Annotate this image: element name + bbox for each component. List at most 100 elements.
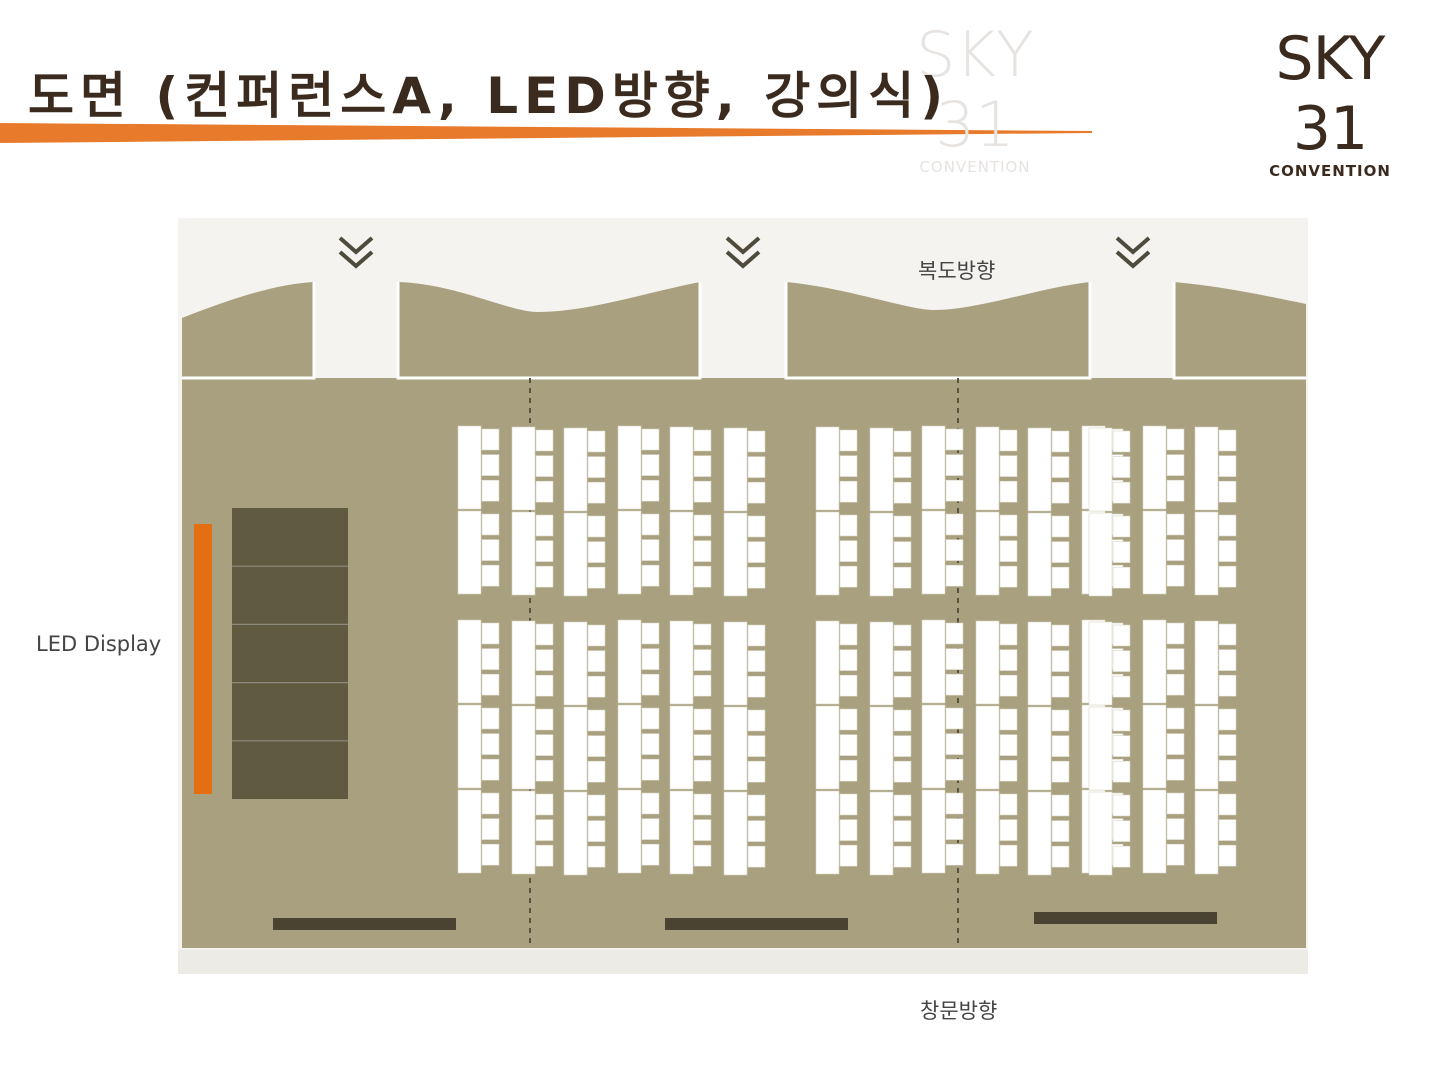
- chair: [839, 844, 858, 867]
- chair: [481, 758, 500, 781]
- chair: [481, 564, 500, 587]
- chair: [945, 622, 964, 645]
- chair: [945, 513, 964, 536]
- desk: [563, 706, 588, 791]
- desk: [723, 512, 748, 597]
- desk: [1088, 512, 1113, 597]
- desk: [723, 621, 748, 706]
- desk: [975, 620, 1000, 705]
- chair: [1166, 479, 1185, 502]
- chair: [481, 513, 500, 536]
- chevron-down-icon: [725, 236, 761, 255]
- desk: [1027, 621, 1052, 706]
- chevron-down-icon: [338, 250, 374, 269]
- chair: [839, 819, 858, 841]
- chair: [641, 648, 660, 670]
- chair: [1166, 792, 1185, 815]
- desk: [669, 511, 694, 596]
- desk: [921, 619, 946, 704]
- chair: [945, 648, 964, 670]
- desk: [1194, 620, 1219, 705]
- chair: [999, 844, 1018, 867]
- chair: [481, 843, 500, 866]
- bench: [1034, 912, 1217, 924]
- chair: [945, 673, 964, 696]
- floor-plan: [178, 218, 1308, 974]
- chair: [693, 793, 712, 816]
- led-display: [194, 524, 212, 794]
- chair: [481, 622, 500, 645]
- chair: [747, 650, 766, 672]
- chair: [587, 735, 606, 757]
- chair: [839, 455, 858, 477]
- seating-area: [457, 425, 1237, 876]
- chair: [1166, 648, 1185, 670]
- chair: [893, 481, 912, 504]
- chair: [747, 675, 766, 698]
- chair: [535, 649, 554, 671]
- chair: [945, 564, 964, 587]
- chair: [1112, 735, 1131, 757]
- chair: [747, 515, 766, 538]
- chair: [1218, 480, 1237, 503]
- chair: [1112, 794, 1131, 817]
- desk: [1088, 706, 1113, 791]
- desk: [563, 621, 588, 706]
- chair: [893, 794, 912, 817]
- chair: [945, 792, 964, 815]
- desk: [1142, 510, 1167, 595]
- chair: [1166, 758, 1185, 781]
- chair: [535, 819, 554, 841]
- chair: [1218, 793, 1237, 816]
- chair: [747, 430, 766, 453]
- chair: [1166, 707, 1185, 730]
- desk: [669, 426, 694, 511]
- desk: [815, 511, 840, 596]
- desk: [1142, 425, 1167, 510]
- chair: [1218, 540, 1237, 562]
- chair: [1112, 760, 1131, 783]
- chair: [839, 540, 858, 562]
- chair: [893, 456, 912, 478]
- chair: [1166, 843, 1185, 866]
- desk: [869, 791, 894, 876]
- chair: [535, 540, 554, 562]
- doorway-right-2: [1172, 282, 1306, 380]
- desk: [815, 620, 840, 705]
- chair: [1051, 515, 1070, 538]
- chair: [481, 707, 500, 730]
- chair: [693, 429, 712, 452]
- chair: [535, 565, 554, 588]
- desk: [1088, 791, 1113, 876]
- watermark-name: SKY 31: [916, 18, 1034, 161]
- chair: [999, 793, 1018, 816]
- desk: [669, 790, 694, 875]
- chair: [1166, 539, 1185, 561]
- doorway-left-2: [396, 282, 702, 380]
- chair: [893, 845, 912, 868]
- chair: [1166, 733, 1185, 755]
- chair: [587, 456, 606, 478]
- chair: [535, 734, 554, 756]
- chair: [1166, 454, 1185, 476]
- chair: [893, 566, 912, 589]
- desk: [975, 511, 1000, 596]
- desk: [815, 790, 840, 875]
- window-side-band: [178, 950, 1308, 974]
- chair: [1051, 845, 1070, 868]
- chair: [587, 675, 606, 698]
- chair: [999, 455, 1018, 477]
- chair: [535, 674, 554, 697]
- chair: [481, 479, 500, 502]
- desk: [1194, 511, 1219, 596]
- chair: [945, 479, 964, 502]
- chair: [693, 514, 712, 537]
- desk: [1194, 705, 1219, 790]
- chair: [1112, 541, 1131, 563]
- window-direction-label: 창문방향: [920, 999, 998, 1023]
- chair: [747, 709, 766, 732]
- chair: [693, 734, 712, 756]
- chevron-down-icon: [1115, 250, 1151, 269]
- desk: [1142, 789, 1167, 874]
- chair: [893, 675, 912, 698]
